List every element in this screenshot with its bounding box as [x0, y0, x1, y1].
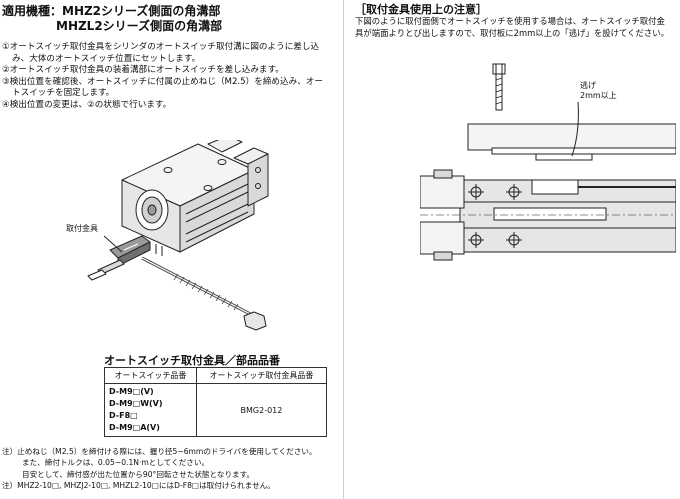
clearance-label: 逃げ: [580, 80, 596, 90]
table-row: D-M9□(V) D-M9□W(V) D-F8□ D-M9□A(V) BMG2-…: [104, 383, 328, 437]
parts-table-title: オートスイッチ取付金具／部品品番: [104, 354, 280, 367]
parts-table: オートスイッチ品番 オートスイッチ取付金具品番 D-M9□(V) D-M9□W(…: [104, 367, 328, 437]
gripper-bracket-illustration: [87, 140, 269, 331]
model-3: D-F8□: [109, 411, 138, 420]
step-4: ④検出位置の変更は、②の状態で行います。: [2, 99, 172, 110]
usage-caution-header: ［取付金具使用上の注意］: [355, 3, 487, 16]
mounting-steps: ①オートスイッチ取付金具をシリンダのオートスイッチ取付溝に図のように差し込み、大…: [2, 42, 330, 112]
column-header-switch: オートスイッチ品番: [104, 367, 197, 384]
clearance-diagram: 逃げ 2mm以上: [420, 63, 676, 261]
applicable-models-header: 適用機種：MHZ2シリーズ側面の角溝部: [2, 4, 221, 18]
note-1-torque: また、締付トルクは、0.05~0.1N·mとしてください。: [22, 458, 210, 468]
clearance-value: 2mm以上: [580, 91, 617, 100]
table-header-row: オートスイッチ品番 オートスイッチ取付金具品番: [104, 367, 328, 384]
step-1: ①オートスイッチ取付金具をシリンダのオートスイッチ取付溝に図のように差し込み、大…: [2, 42, 320, 64]
model-1: D-M9□(V): [109, 387, 154, 396]
note-1: 注）止めねじ（M2.5）を締付ける際には、握り径5~6mmのドライバを使用してく…: [2, 447, 317, 456]
column-divider: [343, 0, 344, 499]
usage-caution-text: 下図のように取付面側でオートスイッチを使用する場合は、オートスイッチ取付金具が端…: [355, 16, 670, 38]
switch-models-cell: D-M9□(V) D-M9□W(V) D-F8□ D-M9□A(V): [104, 383, 197, 437]
applicable-models-header-2: MHZL2シリーズ側面の角溝部: [56, 19, 223, 33]
note-1-guide: 目安として、締付感が出た位置から90°回転させた状態となります。: [22, 469, 255, 479]
bracket-part-number: BMG2-012: [195, 383, 328, 437]
model-2: D-M9□W(V): [109, 399, 163, 408]
notes: 注）止めねじ（M2.5）を締付ける際には、握り径5~6mmのドライバを使用してく…: [2, 446, 336, 491]
bracket-label: 取付金具: [66, 224, 98, 233]
step-2: ②オートスイッチ取付金具の装着溝部にオートスイッチを差し込みます。: [2, 65, 284, 76]
step-3: ③検出位置を確認後、オートスイッチに付属の止めねじ（M2.5）を締め込み、オート…: [2, 76, 323, 99]
column-header-bracket: オートスイッチ取付金具品番: [195, 367, 328, 384]
model-4: D-M9□A(V): [109, 423, 160, 432]
note-2: 注）MHZ2-10□, MHZJ2-10□, MHZL2-10□にはD-F8□は…: [2, 480, 275, 490]
